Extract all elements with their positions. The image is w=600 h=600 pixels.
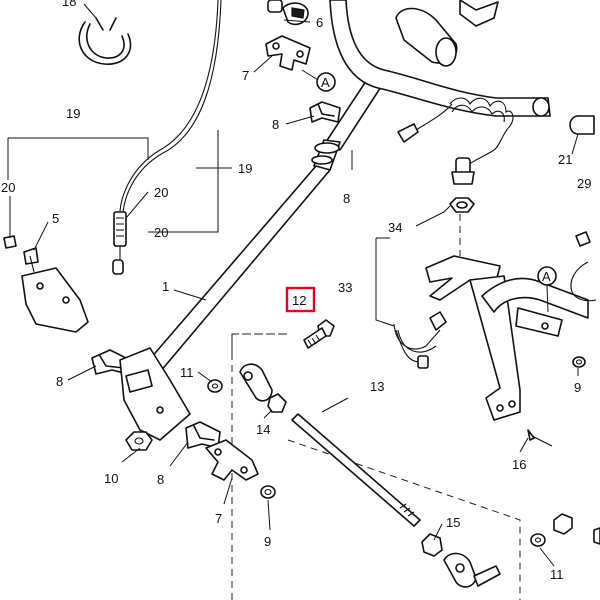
callout-33: 33	[338, 280, 352, 295]
part-18-clamp	[78, 17, 132, 65]
part-9-nut-right	[572, 356, 586, 368]
rod-end-lower	[443, 552, 501, 588]
column-lower-bracket	[119, 347, 191, 441]
callout-7-lower: 7	[215, 511, 222, 526]
callout-10: 10	[104, 471, 118, 486]
callout-34: 34	[388, 220, 402, 235]
callout-20-mid: 20	[154, 185, 168, 200]
throttle-cable	[112, 0, 222, 275]
callout-14: 14	[256, 422, 270, 437]
part-16-pin	[527, 429, 553, 447]
callout-15: 15	[446, 515, 460, 530]
callout-9-right: 9	[574, 380, 581, 395]
callout-16: 16	[512, 457, 526, 472]
part-6-clamp	[267, 0, 309, 26]
callout-19-left: 19	[66, 106, 80, 121]
part-14-rod-end	[239, 363, 287, 413]
highlight-box-12	[285, 286, 316, 313]
callout-11-right: 11	[550, 567, 564, 582]
callout-20-bottom: 20	[154, 225, 168, 240]
callout-1: 1	[162, 279, 169, 294]
handlebar	[329, 0, 551, 117]
callout-8-column: 8	[343, 191, 350, 206]
assembly-boundary	[231, 333, 521, 600]
callout-21: 21	[558, 152, 572, 167]
part-1-steering-column	[143, 71, 389, 373]
leader-lines	[7, 3, 579, 567]
callout-a-right: A	[542, 269, 551, 284]
callout-13: 13	[370, 379, 384, 394]
wire-harness	[393, 311, 447, 369]
callout-7-top: 7	[242, 68, 249, 83]
part-7-bracket-lower	[205, 439, 259, 481]
callout-12: 12	[292, 293, 306, 308]
part-7-bracket-top	[265, 35, 311, 71]
callout-5: 5	[52, 211, 59, 226]
part-21-end-cap	[569, 115, 595, 135]
callout-29: 29	[577, 176, 591, 191]
part-9-nut-lower	[260, 485, 276, 499]
callout-6: 6	[316, 15, 323, 30]
part-10-nut	[125, 431, 153, 451]
part-13-tie-rod	[291, 413, 421, 527]
callout-9-lower: 9	[264, 534, 271, 549]
left-bracket	[3, 235, 89, 333]
part-29-connector	[570, 231, 597, 302]
callout-labels: 18 6 7 A 8 19 19 20 20 20 5 1 8 8 11 10 …	[1, 0, 591, 582]
part-34-nut	[449, 197, 475, 256]
safety-lanyard	[397, 97, 514, 185]
part-8-clip-top	[309, 101, 341, 123]
part-11-washer-lower	[530, 513, 600, 547]
callout-8-lower: 8	[157, 472, 164, 487]
callout-19-right: 19	[238, 161, 252, 176]
callout-a-top: A	[321, 75, 330, 90]
callout-18: 18	[62, 0, 76, 9]
callout-8-left: 8	[56, 374, 63, 389]
mounting-bracket	[425, 255, 589, 421]
reference-a-top	[301, 69, 336, 92]
reference-a-right	[537, 266, 557, 313]
callout-20-left: 20	[1, 180, 15, 195]
part-11-washer	[207, 379, 223, 393]
callout-8-top: 8	[272, 117, 279, 132]
part-12-bolt	[303, 319, 335, 349]
callout-11-left: 11	[180, 365, 194, 380]
part-15-nut	[421, 533, 443, 557]
